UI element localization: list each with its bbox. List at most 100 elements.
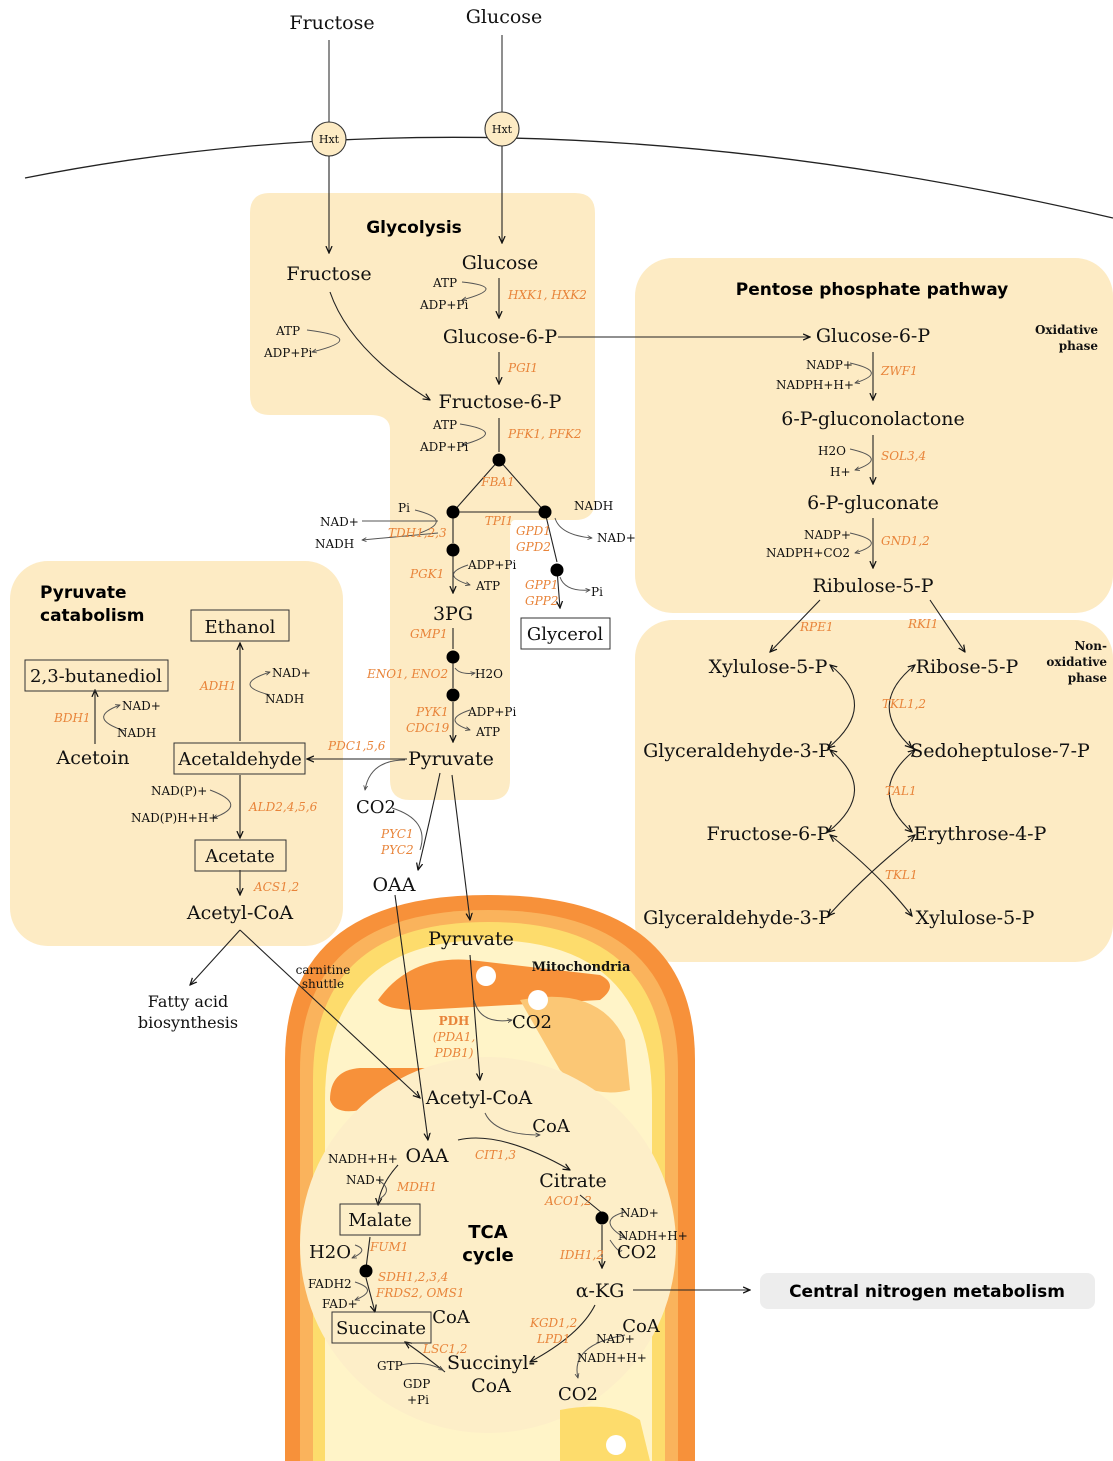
pi-lsc: +Pi [407, 1393, 429, 1407]
adp-0: ADP+Pi [263, 346, 312, 360]
phase-label-2: phase [1068, 671, 1108, 685]
co2-cytosol: CO2 [356, 797, 396, 818]
mitochondrial-matrix [300, 1057, 676, 1433]
fad: FAD+ [322, 1297, 358, 1311]
enzyme-gpd1: GPD1 [516, 524, 551, 538]
extracellular-glucose: Glucose [466, 6, 543, 28]
mito-pyruvate: Pyruvate [428, 928, 514, 950]
enzyme-fba: FBA1 [480, 475, 514, 489]
atp-1: ATP [432, 276, 457, 290]
pi-label: Pi [398, 501, 410, 515]
nadh-bdh: NADH [117, 726, 156, 740]
enzyme-tkl1: TKL1,2 [882, 697, 926, 711]
succinate-box [331, 1311, 432, 1344]
nad-gpd: NAD+ [597, 531, 636, 545]
enzyme-bdh: BDH1 [53, 711, 91, 725]
enzyme-acs: ACS1,2 [253, 880, 299, 894]
cytosol-oaa: OAA [372, 874, 415, 896]
ethanol-box [190, 609, 290, 642]
fba-node [492, 453, 506, 467]
nad-idh: NAD+ [620, 1206, 659, 1220]
butanediol-box [24, 659, 169, 692]
carnitine-2: shuttle [302, 977, 344, 991]
erythrose-4-p: Erythrose-4-P [914, 823, 1047, 845]
atp-0: ATP [275, 324, 300, 338]
enzyme-mdh: MDH1 [396, 1180, 437, 1194]
enzyme-gmp: GMP1 [410, 627, 448, 641]
glycerol-box [520, 617, 611, 650]
succinate: Succinate [336, 1318, 426, 1339]
nadph-1: NADPH+H+ [776, 378, 854, 392]
coa-lsc: CoA [432, 1307, 471, 1328]
aco-node [595, 1211, 609, 1225]
mitochondria-title: Mitochondria [532, 960, 631, 975]
extracellular-fructose: Fructose [289, 12, 374, 34]
pi-gpp: Pi [591, 585, 603, 599]
enzyme-hxk: HXK1, HXK2 [507, 288, 587, 302]
fatty-acid-2: biosynthesis [138, 1013, 238, 1032]
ethanol: Ethanol [205, 617, 276, 638]
fatty-acid-1: Fatty acid [148, 992, 228, 1011]
glycolysis-title: Glycolysis [366, 218, 462, 238]
enzyme-zwf: ZWF1 [880, 364, 918, 378]
nitrogen-label[interactable]: Central nitrogen metabolism [789, 1282, 1065, 1302]
enzyme-pdb: PDB1) [434, 1046, 474, 1060]
nadp-2: NADP+ [804, 528, 851, 542]
granule-2 [528, 990, 548, 1010]
nadph-2: NADPH+CO2 [766, 546, 850, 560]
enzyme-eno: ENO1, ENO2 [366, 667, 448, 681]
enzyme-tpi: TPI1 [485, 514, 513, 528]
xylulose-5-p-1: Xylulose-5-P [709, 656, 828, 678]
tpi-node-right [538, 505, 552, 519]
enzyme-pyc2: PYC2 [380, 843, 414, 857]
ribose-5-p: Ribose-5-P [916, 656, 1019, 678]
glyceraldehyde-3-p-2: Glyceraldehyde-3-P [643, 907, 831, 929]
glyceraldehyde-3-p-1: Glyceraldehyde-3-P [643, 740, 831, 762]
cell-membrane [24, 136, 1113, 219]
enzyme-gpd2: GPD2 [516, 540, 551, 554]
nadph-ald: NAD(P)H+H+ [131, 811, 218, 825]
nadh-adh: NADH [265, 692, 304, 706]
ppp-title: Pentose phosphate pathway [736, 280, 1008, 300]
akg: α-KG [576, 1280, 625, 1302]
atp-3: ATP [475, 579, 500, 593]
gtp: GTP [377, 1359, 403, 1373]
enzyme-fum: FUM1 [369, 1240, 408, 1254]
enzyme-cdc: CDC19 [406, 721, 450, 735]
pyruvate-catabolism-panel [10, 561, 343, 946]
glucose-6-p: Glucose-6-P [443, 326, 557, 348]
cytosol-acetyl-coa: Acetyl-CoA [186, 902, 293, 924]
enzyme-lsc: LSC1,2 [422, 1342, 467, 1356]
acetate: Acetate [204, 846, 275, 867]
enzyme-gpp2: GPP2 [525, 594, 558, 608]
pgk-node [446, 543, 460, 557]
enzyme-frds: FRDS2, OMS1 [375, 1286, 464, 1300]
enzyme-pfk: PFK1, PFK2 [507, 427, 582, 441]
succinyl-coa-2: CoA [471, 1375, 511, 1397]
adp-1: ADP+Pi [419, 298, 468, 312]
coa-kgd: CoA [622, 1316, 661, 1337]
succinyl-coa-1: Succinyl- [447, 1352, 535, 1374]
pyruvate-catabolism-title-2: catabolism [40, 606, 144, 626]
adp-3: ADP+Pi [467, 558, 516, 572]
nad-kgd: NAD+ [596, 1332, 635, 1346]
enzyme-sol: SOL3,4 [881, 449, 926, 463]
oxidative-label: Oxidative [1035, 323, 1098, 337]
enzyme-lpd: LPD1 [536, 1332, 570, 1346]
enzyme-pyk: PYK1 [415, 705, 449, 719]
crista-4 [560, 1406, 650, 1461]
glycolysis-fructose: Fructose [286, 263, 371, 285]
butanediol: 2,3-butanediol [30, 666, 162, 687]
nonoxidative-label: oxidative [1046, 655, 1107, 669]
fum-node [359, 1264, 373, 1278]
acetoin: Acetoin [56, 747, 130, 769]
glycolysis-panel [250, 193, 595, 800]
mito-oaa: OAA [405, 1145, 448, 1167]
nadh-kgd: NADH+H+ [577, 1351, 647, 1365]
granule-3 [606, 1435, 626, 1455]
tdh-node-left [446, 505, 460, 519]
nadh-idh: NADH+H+ [618, 1229, 688, 1243]
phase-label-1: phase [1059, 339, 1099, 353]
xylulose-5-p-2: Xylulose-5-P [916, 907, 1035, 929]
